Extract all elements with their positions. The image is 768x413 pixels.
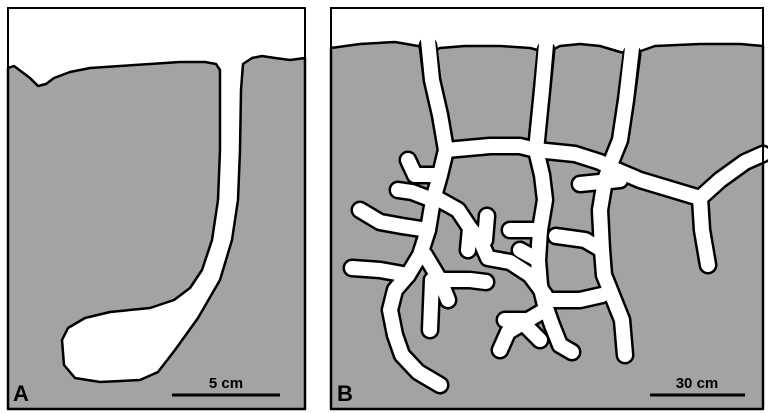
panel-b: 30 cm B [331, 8, 763, 409]
panel-a-scale-label: 5 cm [209, 375, 243, 392]
panel-b-scale-label: 30 cm [676, 375, 719, 392]
panel-a-sediment [8, 56, 305, 409]
panel-a: 5 cm A [8, 8, 305, 409]
panel-a-label: A [13, 381, 29, 406]
panel-b-label: B [337, 381, 353, 406]
